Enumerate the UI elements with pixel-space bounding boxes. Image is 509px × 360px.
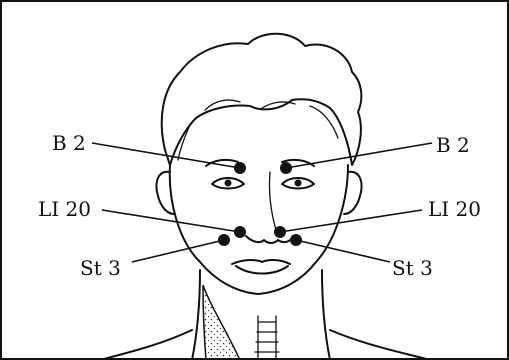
right-shoulder: [330, 330, 430, 360]
hair-outline: [162, 34, 362, 165]
point-b2-left: [234, 162, 246, 174]
leader-st3-right: [296, 240, 390, 262]
nose-bridge: [269, 172, 276, 230]
lower-lip: [236, 266, 288, 274]
neck-left: [192, 270, 200, 360]
label-b2-right: B 2: [436, 133, 470, 157]
point-li20-left: [234, 226, 246, 238]
point-st3-right: [290, 234, 302, 246]
neck-muscle: [203, 285, 240, 360]
leader-b2-left: [92, 143, 240, 168]
neck-right: [322, 270, 330, 360]
left-pupil: [225, 180, 232, 187]
label-st3-right: St 3: [392, 256, 433, 280]
upper-lip: [232, 260, 290, 264]
nose-base: [246, 236, 294, 243]
label-li20-left: LI 20: [38, 197, 91, 221]
label-st3-left: St 3: [80, 256, 121, 280]
leader-st3-left: [132, 240, 224, 262]
left-shoulder: [100, 330, 192, 360]
label-li20-right: LI 20: [428, 197, 481, 221]
label-b2-left: B 2: [52, 131, 86, 155]
point-b2-right: [280, 162, 292, 174]
point-st3-left: [218, 234, 230, 246]
right-pupil: [295, 180, 302, 187]
leader-li20-right: [280, 210, 422, 232]
point-li20-right: [274, 226, 286, 238]
trachea: [255, 316, 279, 360]
